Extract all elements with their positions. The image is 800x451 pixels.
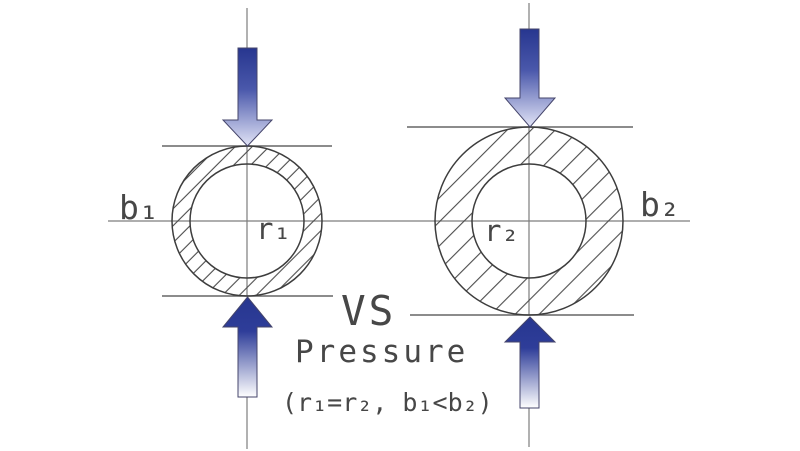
vs-text: VS bbox=[341, 287, 397, 335]
left-tube-inner-circle bbox=[189, 163, 305, 279]
right-tube-inner-circle bbox=[471, 163, 587, 279]
pressure-text: Pressure bbox=[295, 334, 469, 370]
up-arrow-icon-right bbox=[503, 316, 557, 409]
right-tube-section bbox=[434, 126, 624, 316]
left-radius-label: r₁ bbox=[256, 212, 291, 246]
down-arrow-icon-left bbox=[221, 47, 274, 147]
left-thickness-label: b₁ bbox=[119, 188, 159, 227]
right-thickness-label: b₂ bbox=[640, 185, 680, 224]
down-arrow-icon-right bbox=[503, 28, 557, 128]
right-tube-wall-hatching bbox=[435, 127, 623, 315]
up-arrow-icon-left bbox=[221, 296, 274, 398]
condition-text: (r₁=r₂, b₁<b₂) bbox=[282, 388, 493, 417]
pressure-arrows bbox=[221, 28, 557, 409]
right-tube-outer-circle bbox=[434, 126, 624, 316]
right-radius-label: r₂ bbox=[484, 214, 519, 248]
